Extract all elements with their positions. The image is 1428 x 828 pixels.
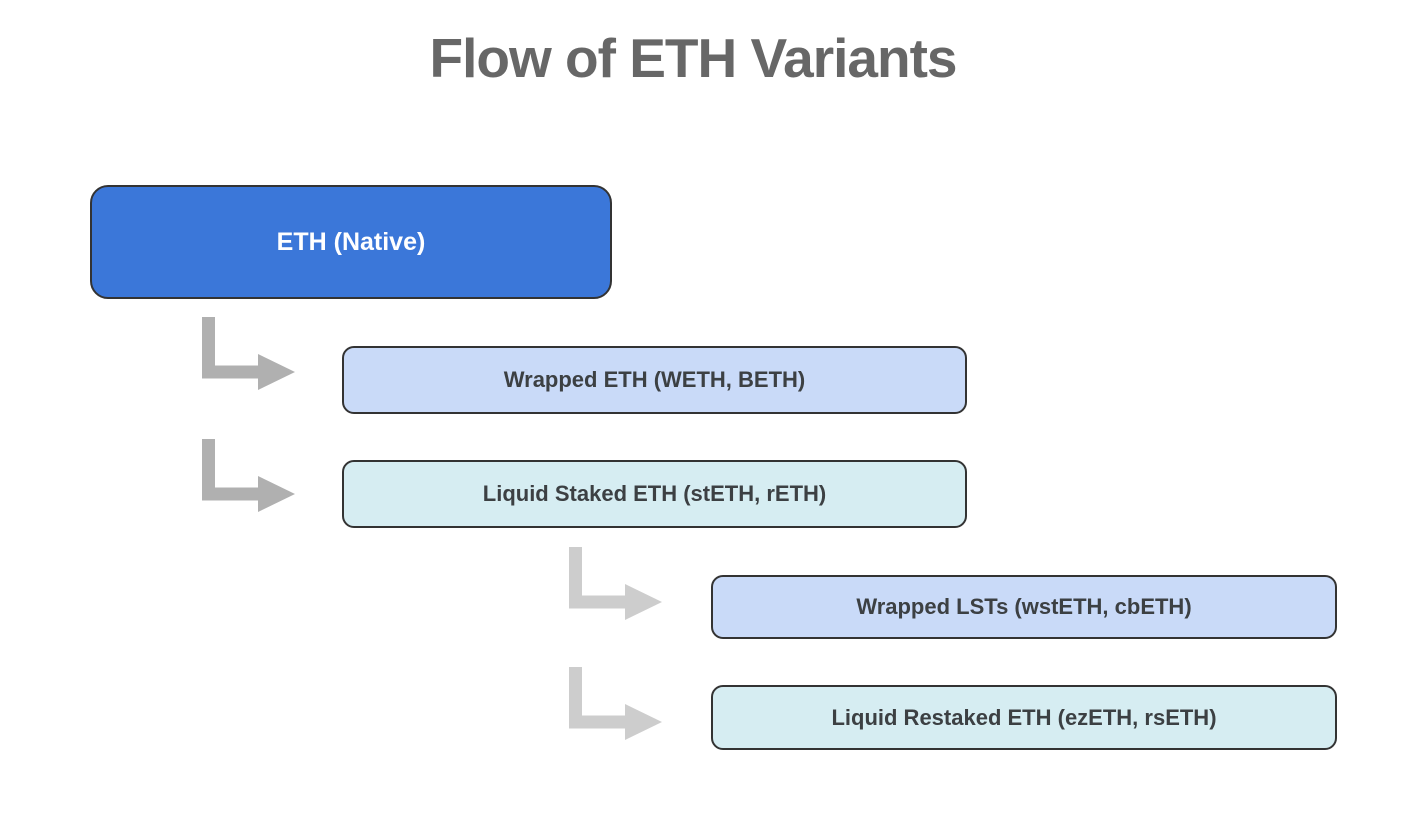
node-wrapped-eth: Wrapped ETH (WETH, BETH) <box>342 346 967 414</box>
node-eth-native-label: ETH (Native) <box>276 227 426 256</box>
elbow-arrow-icon <box>569 665 664 741</box>
node-liquid-staked-eth: Liquid Staked ETH (stETH, rETH) <box>342 460 967 528</box>
node-eth-native: ETH (Native) <box>90 185 612 299</box>
elbow-arrow-icon <box>202 437 297 513</box>
node-liquid-restaked-eth: Liquid Restaked ETH (ezETH, rsETH) <box>711 685 1337 750</box>
node-liquid-restaked-eth-label: Liquid Restaked ETH (ezETH, rsETH) <box>831 704 1217 730</box>
node-liquid-staked-eth-label: Liquid Staked ETH (stETH, rETH) <box>482 481 827 506</box>
diagram-title: Flow of ETH Variants <box>429 27 957 89</box>
node-wrapped-lsts-label: Wrapped LSTs (wstETH, cbETH) <box>856 594 1192 619</box>
elbow-arrow-icon <box>202 315 297 391</box>
elbow-arrow-icon <box>569 545 664 621</box>
node-wrapped-lsts: Wrapped LSTs (wstETH, cbETH) <box>711 575 1337 639</box>
node-wrapped-eth-label: Wrapped ETH (WETH, BETH) <box>503 367 806 392</box>
